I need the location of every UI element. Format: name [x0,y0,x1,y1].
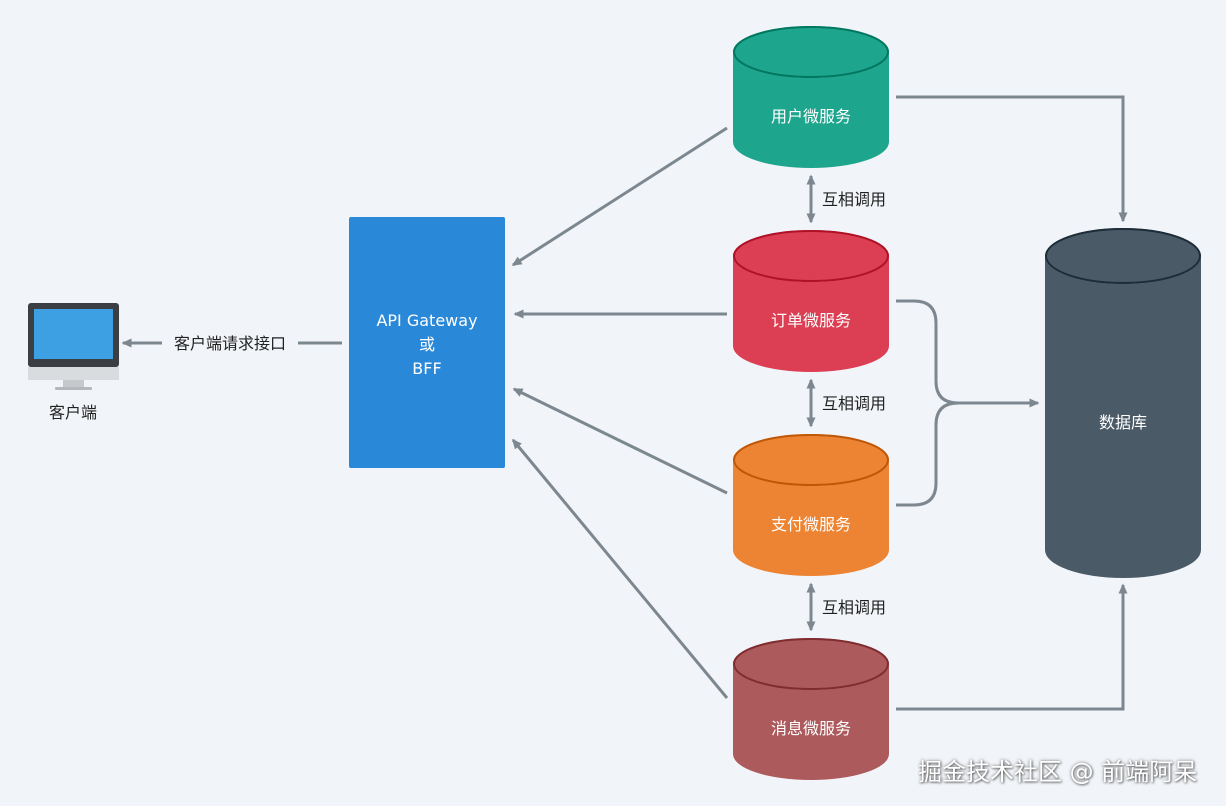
mutual-call-label-2: 互相调用 [822,394,886,413]
message-to-gateway-arrow [511,438,729,699]
gateway-line-1: API Gateway [376,311,477,330]
database-cylinder: 数据库 [1045,228,1201,578]
order-payment-to-database-arrow [896,299,1036,507]
message-service-cylinder: 消息微服务 [733,638,889,780]
mutual-call-label-3: 互相调用 [822,598,886,617]
computer-icon [28,303,119,390]
payment-service-label: 支付微服务 [771,515,851,534]
payment-to-gateway-arrow [512,387,728,495]
user-service-label: 用户微服务 [771,107,851,126]
gateway-line-3: BFF [412,359,441,378]
gateway-line-2: 或 [419,335,435,354]
client-label: 客户端 [49,403,97,422]
user-to-gateway-arrow [511,126,728,267]
client-request-label: 客户端请求接口 [174,334,286,353]
order-service-cylinder: 订单微服务 [733,230,889,372]
message-service-label: 消息微服务 [771,719,851,738]
order-service-label: 订单微服务 [771,311,851,330]
footer-watermark: 掘金技术社区 @ 前端阿呆 [918,758,1198,786]
message-to-database-arrow [896,583,1128,711]
mutual-call-label-1: 互相调用 [822,190,886,209]
database-label: 数据库 [1099,413,1147,432]
api-gateway-box [349,217,505,468]
user-service-cylinder: 用户微服务 [733,26,889,168]
user-to-database-arrow [896,95,1128,223]
payment-service-cylinder: 支付微服务 [733,434,889,576]
